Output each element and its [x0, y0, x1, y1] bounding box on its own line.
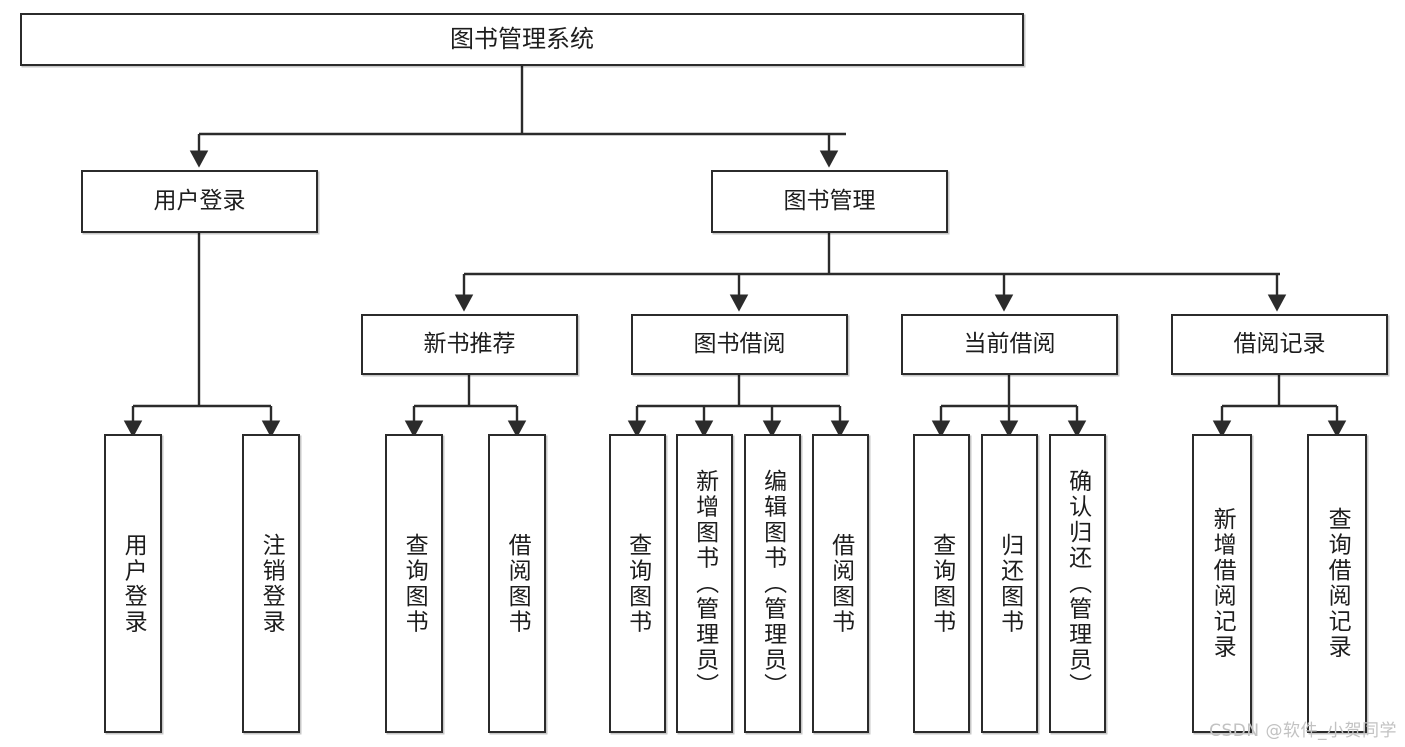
leaf-return-book[interactable]: 归还图书	[981, 434, 1038, 733]
node-user-login[interactable]: 用户登录	[81, 170, 318, 233]
leaf-borrow-book-2-label: 借阅图书	[827, 532, 854, 635]
leaf-logout-label: 注销登录	[258, 532, 285, 635]
node-root[interactable]: 图书管理系统	[20, 13, 1024, 66]
leaf-add-book[interactable]: 新增图书（管理员）	[676, 434, 733, 733]
node-borrow-record-label: 借阅记录	[1233, 330, 1326, 357]
leaf-add-book-label: 新增图书（管理员）	[691, 468, 718, 699]
node-current-borrow-label: 当前借阅	[963, 330, 1056, 357]
node-book-borrow[interactable]: 图书借阅	[631, 314, 848, 375]
leaf-logout[interactable]: 注销登录	[242, 434, 300, 733]
leaf-add-record[interactable]: 新增借阅记录	[1192, 434, 1252, 733]
leaf-edit-book-label: 编辑图书（管理员）	[759, 468, 786, 699]
node-new-book-rec[interactable]: 新书推荐	[361, 314, 578, 375]
node-book-manage[interactable]: 图书管理	[711, 170, 948, 233]
node-book-manage-label: 图书管理	[783, 187, 876, 214]
leaf-return-book-label: 归还图书	[996, 532, 1023, 635]
leaf-query-book-1[interactable]: 查询图书	[385, 434, 443, 733]
node-book-borrow-label: 图书借阅	[693, 330, 786, 357]
leaf-user-login-label: 用户登录	[120, 532, 147, 635]
node-new-book-rec-label: 新书推荐	[423, 330, 516, 357]
node-current-borrow[interactable]: 当前借阅	[901, 314, 1118, 375]
leaf-confirm-return-label: 确认归还（管理员）	[1064, 468, 1091, 699]
node-user-login-label: 用户登录	[153, 187, 246, 214]
leaf-edit-book[interactable]: 编辑图书（管理员）	[744, 434, 801, 733]
leaf-query-book-2[interactable]: 查询图书	[609, 434, 666, 733]
leaf-query-book-3-label: 查询图书	[928, 532, 955, 635]
leaf-confirm-return[interactable]: 确认归还（管理员）	[1049, 434, 1106, 733]
node-root-label: 图书管理系统	[450, 25, 594, 54]
leaf-borrow-book-2[interactable]: 借阅图书	[812, 434, 869, 733]
watermark-text: CSDN @软件_小贺同学	[1209, 721, 1397, 741]
leaf-user-login[interactable]: 用户登录	[104, 434, 162, 733]
node-borrow-record[interactable]: 借阅记录	[1171, 314, 1388, 375]
leaf-add-record-label: 新增借阅记录	[1209, 507, 1236, 660]
leaf-query-record-label: 查询借阅记录	[1324, 507, 1351, 660]
leaf-borrow-book-1[interactable]: 借阅图书	[488, 434, 546, 733]
leaf-query-book-3[interactable]: 查询图书	[913, 434, 970, 733]
leaf-query-book-2-label: 查询图书	[624, 532, 651, 635]
leaf-query-record[interactable]: 查询借阅记录	[1307, 434, 1367, 733]
leaf-query-book-1-label: 查询图书	[401, 532, 428, 635]
leaf-borrow-book-1-label: 借阅图书	[504, 532, 531, 635]
